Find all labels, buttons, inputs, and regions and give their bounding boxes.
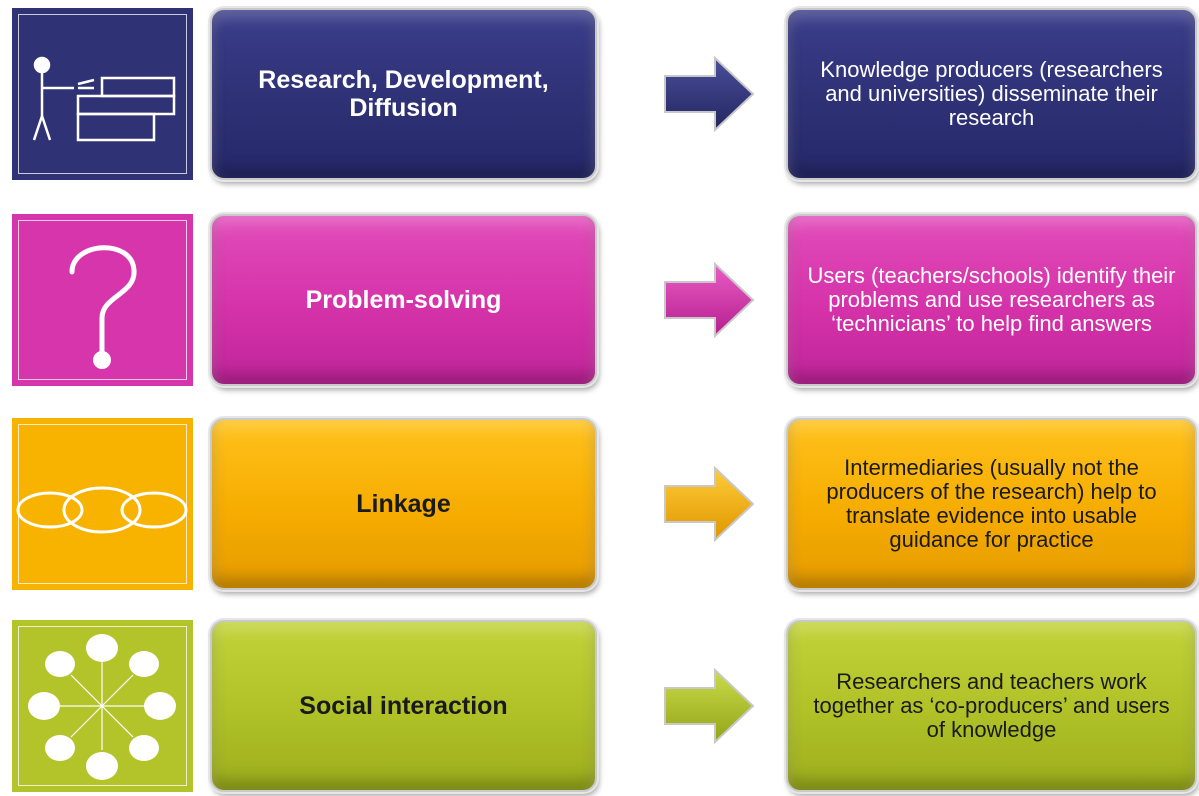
model-title: Social interaction — [299, 692, 508, 720]
model-description-box: Intermediaries (usually not the producer… — [786, 418, 1197, 590]
linked-rings-icon — [16, 486, 188, 534]
model-description-box: Researchers and teachers work together a… — [786, 620, 1197, 792]
icon-tile — [12, 214, 193, 386]
model-title-box: Linkage — [210, 418, 597, 590]
figure-at-desk-icon — [32, 56, 176, 142]
model-description-box: Users (teachers/schools) identify their … — [786, 214, 1197, 386]
network-circles-icon — [28, 634, 176, 780]
right-arrow-icon — [663, 56, 755, 132]
icon-tile — [12, 8, 193, 180]
model-title-box: Problem-solving — [210, 214, 597, 386]
model-description: Researchers and teachers work together a… — [813, 669, 1170, 742]
question-mark-icon — [69, 245, 137, 369]
tile-frame — [18, 220, 187, 380]
model-description-box: Knowledge producers (researchers and uni… — [786, 8, 1197, 180]
right-arrow-icon — [663, 668, 755, 744]
model-title: Problem-solving — [305, 286, 502, 314]
tile-frame — [18, 626, 187, 786]
icon-tile — [12, 418, 193, 590]
right-arrow-icon — [663, 466, 755, 542]
tile-frame — [18, 14, 187, 174]
model-title: Research, Development, Diffusion — [258, 66, 549, 122]
icon-tile — [12, 620, 193, 792]
model-description: Intermediaries (usually not the producer… — [826, 455, 1157, 552]
model-title-box: Research, Development, Diffusion — [210, 8, 597, 180]
model-title: Linkage — [356, 490, 451, 518]
model-title-box: Social interaction — [210, 620, 597, 792]
model-description: Knowledge producers (researchers and uni… — [820, 57, 1163, 130]
right-arrow-icon — [663, 262, 755, 338]
model-description: Users (teachers/schools) identify their … — [807, 263, 1176, 336]
